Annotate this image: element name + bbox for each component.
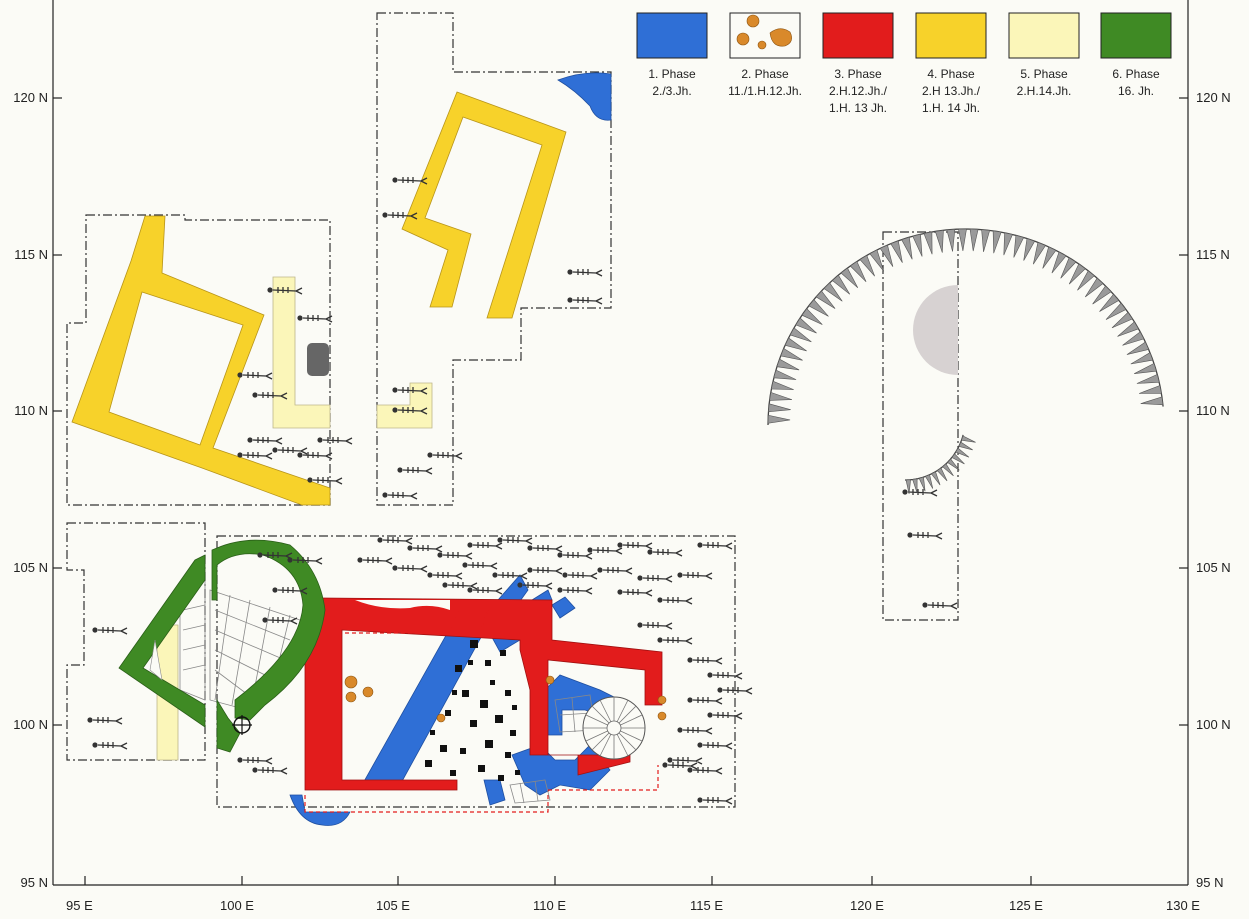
legend-6-title: 6. Phase — [1112, 67, 1160, 81]
legend-1-title: 1. Phase — [648, 67, 696, 81]
legend-5-title: 5. Phase — [1020, 67, 1068, 81]
post-holes — [425, 640, 520, 781]
dark-block — [307, 343, 329, 376]
x-label-105: 105 E — [376, 898, 410, 913]
legend-item-6: 6. Phase 16. Jh. — [1088, 66, 1184, 100]
y-label-right-120: 120 N — [1196, 90, 1231, 105]
legend-2-title: 2. Phase — [741, 67, 789, 81]
legend-3-title: 3. Phase — [834, 67, 882, 81]
legend-item-3: 3. Phase 2.H.12.Jh./ 1.H. 13 Jh. — [810, 66, 906, 117]
phase-4-walls — [71, 91, 567, 506]
x-label-100: 100 E — [220, 898, 254, 913]
y-label-right-110: 110 N — [1196, 403, 1230, 418]
legend-swatch-6 — [1100, 12, 1172, 59]
phase-3-reconstructed — [304, 604, 659, 813]
legend-swatch-1 — [636, 12, 708, 59]
legend-item-1: 1. Phase 2./3.Jh. — [624, 66, 720, 100]
axis-ticks — [53, 97, 1188, 885]
y-label-right-115: 115 N — [1196, 247, 1230, 262]
y-label-left-115: 115 N — [14, 247, 48, 262]
legend-swatches — [636, 12, 1172, 59]
legend-swatch-4 — [915, 12, 987, 59]
y-label-left-95: 95 N — [20, 875, 48, 890]
phase-2-features — [344, 675, 667, 723]
legend-5-date: 2.H.14.Jh. — [1016, 84, 1072, 98]
wall-gap — [149, 639, 163, 681]
y-label-left-105: 105 N — [13, 560, 48, 575]
y-label-right-100: 100 N — [1196, 717, 1231, 732]
legend-1-date: 2./3.Jh. — [652, 84, 692, 98]
legend-swatch-3 — [822, 12, 894, 59]
legend-2-date: 11./1.H.12.Jh. — [728, 84, 802, 98]
x-label-120: 120 E — [850, 898, 884, 913]
y-label-left-110: 110 N — [14, 403, 48, 418]
y-label-left-120: 120 N — [13, 90, 48, 105]
legend-item-2: 2. Phase 11./1.H.12.Jh. — [717, 66, 813, 100]
x-label-115: 115 E — [690, 898, 724, 913]
legend-item-5: 5. Phase 2.H.14.Jh. — [996, 66, 1092, 100]
phase-5-walls — [156, 276, 433, 761]
gray-feature — [913, 285, 958, 375]
x-label-125: 125 E — [1009, 898, 1043, 913]
earthwork-bank — [767, 228, 1164, 426]
round-feature — [582, 696, 646, 760]
legend-3-date-2: 1.H. 13 Jh. — [828, 101, 888, 115]
legend-3-date: 2.H.12.Jh./ — [828, 84, 888, 98]
legend-4-date-2: 1.H. 14 Jh. — [921, 101, 981, 115]
phase-6-walls — [118, 539, 326, 753]
legend-4-title: 4. Phase — [927, 67, 975, 81]
earthwork-bank-inner — [905, 434, 976, 494]
y-label-left-100: 100 N — [13, 717, 48, 732]
x-label-110: 110 E — [533, 898, 567, 913]
legend-item-4: 4. Phase 2.H 13.Jh./ 1.H. 14 Jh. — [903, 66, 999, 117]
survey-marker — [232, 715, 252, 735]
y-label-right-105: 105 N — [1196, 560, 1231, 575]
legend-swatch-5 — [1008, 12, 1080, 59]
x-label-130: 130 E — [1166, 898, 1200, 913]
x-label-95: 95 E — [66, 898, 93, 913]
burials — [87, 177, 958, 805]
y-label-right-95: 95 N — [1196, 875, 1224, 890]
legend-6-date: 16. Jh. — [1117, 84, 1155, 98]
legend-4-date: 2.H 13.Jh./ — [921, 84, 981, 98]
